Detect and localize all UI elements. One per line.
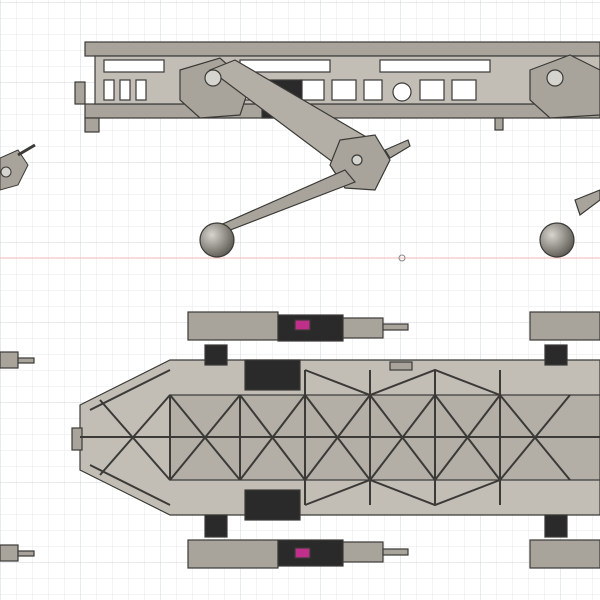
top-view-body xyxy=(71,359,600,521)
origin-icon xyxy=(398,254,406,262)
side-view-body xyxy=(74,41,600,133)
side-view-leg-rear xyxy=(529,54,600,258)
top-view-legs xyxy=(0,311,600,569)
side-view-leg-front xyxy=(179,57,411,258)
pivot-marker-icon xyxy=(204,69,222,87)
partial-leg-left xyxy=(0,143,36,191)
